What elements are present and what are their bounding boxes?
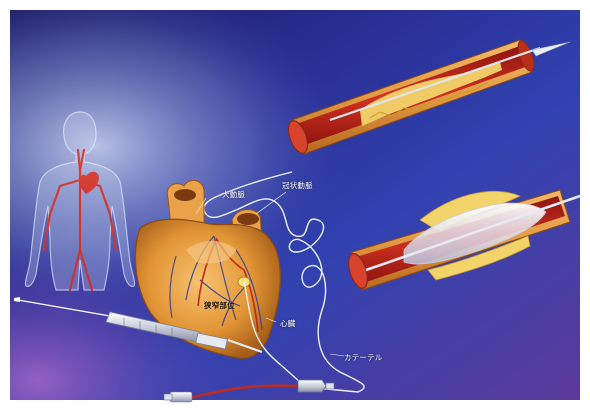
aorta-opening <box>174 189 196 201</box>
label-stenosis-site: 狭窄部位 <box>204 300 235 311</box>
label-aorta: 大動脈 <box>222 189 245 200</box>
pulmonary-opening <box>237 213 259 225</box>
label-catheter: カテーテル <box>344 352 383 363</box>
label-coronary-artery: 冠状動脈 <box>282 180 313 191</box>
label-heart: 心臓 <box>280 318 295 329</box>
